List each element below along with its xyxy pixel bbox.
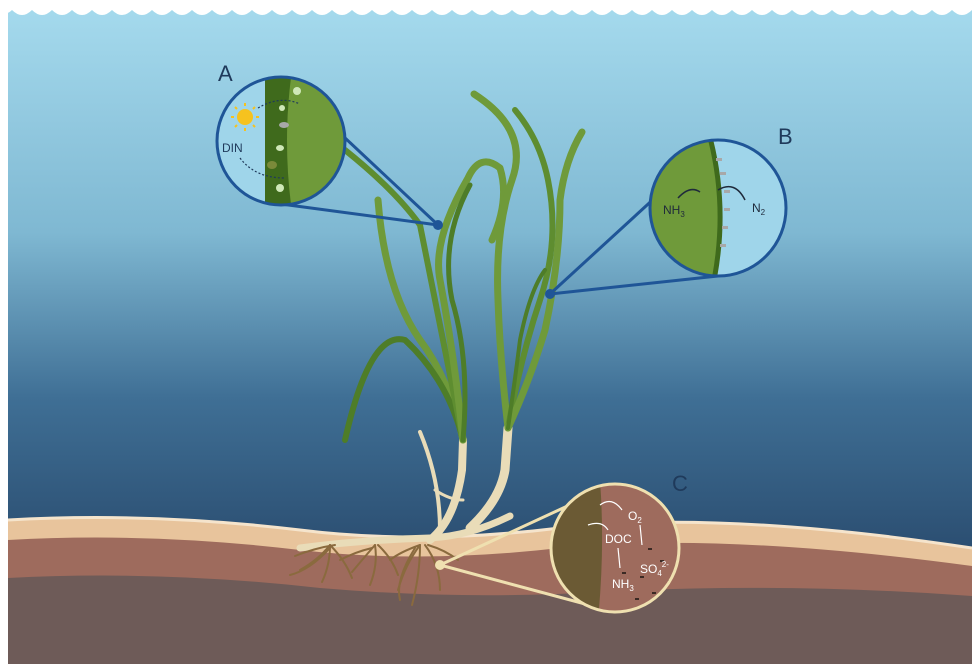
callout-a-anchor bbox=[433, 220, 443, 230]
callout-c-anchor bbox=[435, 560, 445, 570]
din-label: DIN bbox=[222, 141, 243, 155]
label-b: B bbox=[778, 124, 793, 149]
label-c: C bbox=[672, 471, 688, 496]
water-surface-waves bbox=[0, 0, 972, 15]
label-a: A bbox=[218, 61, 233, 86]
callout-b-anchor bbox=[545, 289, 555, 299]
doc-label: DOC bbox=[605, 532, 632, 546]
